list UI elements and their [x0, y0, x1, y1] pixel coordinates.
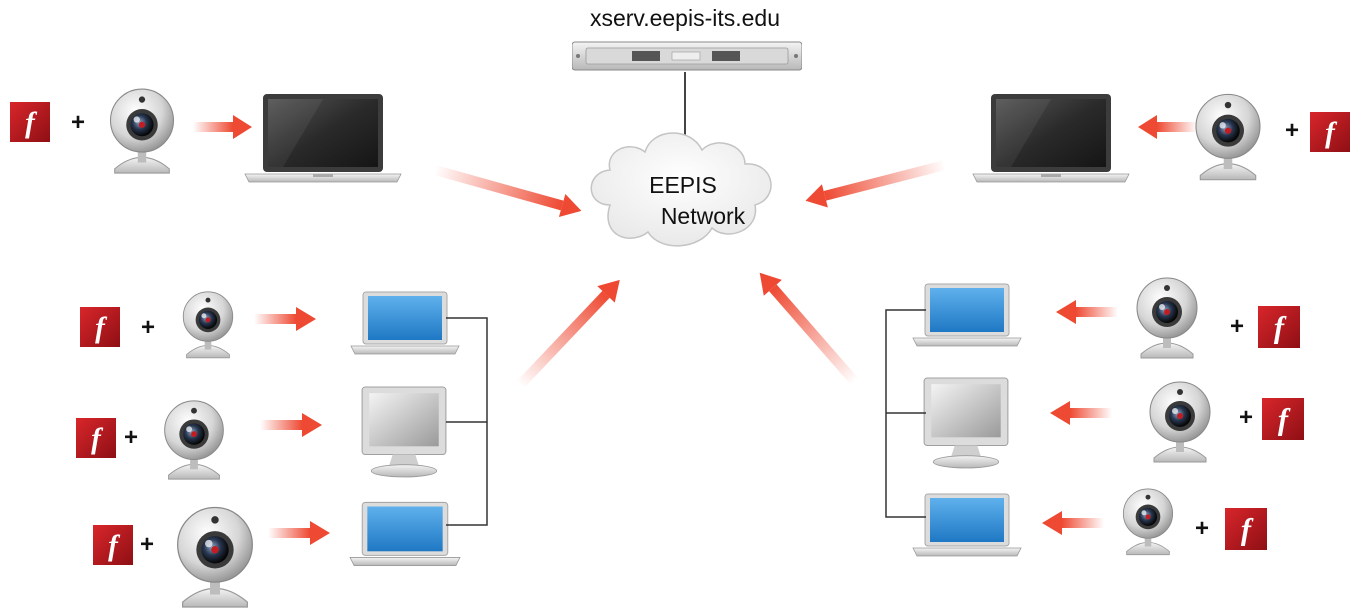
client-br-2: +: [923, 377, 1304, 469]
flash-logo-icon: [80, 307, 120, 347]
flash-logo-icon: [1262, 398, 1304, 440]
client-bl-2: +: [76, 386, 447, 480]
plus-sign: +: [124, 424, 138, 451]
client-bl-1: +: [80, 291, 460, 359]
flash-logo-icon: [10, 102, 50, 142]
plus-sign: +: [1285, 117, 1299, 144]
webcam-icon: [164, 400, 224, 480]
plus-sign: +: [71, 109, 85, 136]
client-top-left: +: [10, 88, 402, 183]
laptop-icon: [349, 501, 461, 567]
webcam-icon: [177, 506, 253, 608]
server-hostname: xserv.eepis-its.edu: [590, 5, 780, 31]
laptop-icon: [972, 93, 1130, 183]
lan-bus-left: [446, 317, 488, 526]
webcam-icon: [109, 88, 175, 174]
arrow-icon: [1042, 511, 1104, 535]
webcam-icon: [1136, 277, 1198, 359]
network-label-line2: Network: [661, 203, 746, 229]
flash-logo-icon: [1258, 306, 1300, 348]
arrow-icon: [268, 521, 330, 545]
webcam-icon: [1195, 93, 1261, 181]
desktop-monitor-icon: [361, 386, 447, 478]
client-bl-3: +: [93, 501, 461, 608]
client-top-right: +: [972, 93, 1350, 183]
arrow-icon: [1138, 115, 1197, 139]
lan-bus-right: [885, 309, 926, 518]
plus-sign: +: [141, 314, 155, 341]
network-label-line1: EEPIS: [649, 172, 717, 198]
laptop-icon: [912, 283, 1022, 347]
arrow-icon: [193, 115, 252, 139]
plus-sign: +: [140, 531, 154, 558]
arrow-top-right: [805, 160, 947, 208]
flash-logo-icon: [1225, 508, 1267, 550]
arrow-icon: [260, 413, 322, 437]
desktop-monitor-icon: [923, 377, 1009, 469]
flash-logo-icon: [1310, 112, 1350, 152]
network-cloud: EEPIS Network: [590, 132, 772, 247]
arrow-icon: [254, 307, 316, 331]
webcam-icon: [1122, 488, 1174, 556]
arrow-icon: [1050, 401, 1112, 425]
lan-bottom-left: + + +: [76, 291, 488, 608]
plus-sign: +: [1195, 515, 1209, 542]
server-icon: [572, 41, 802, 71]
flash-logo-icon: [76, 418, 116, 458]
webcam-icon: [1149, 381, 1211, 463]
arrow-icon: [1056, 300, 1118, 324]
server: xserv.eepis-its.edu: [572, 5, 802, 71]
plus-sign: +: [1239, 404, 1253, 431]
lan-bottom-right: + + +: [885, 277, 1304, 557]
flash-logo-icon: [93, 525, 133, 565]
webcam-icon: [182, 291, 234, 359]
client-br-3: +: [912, 488, 1267, 557]
arrow-top-left: [433, 165, 582, 218]
laptop-icon: [244, 93, 402, 183]
cloud-icon: [590, 132, 772, 247]
plus-sign: +: [1230, 313, 1244, 340]
arrow-bottom-left: [516, 279, 620, 389]
laptop-icon: [350, 291, 460, 355]
laptop-icon: [912, 493, 1022, 557]
client-br-1: +: [912, 277, 1300, 359]
arrow-bottom-right: [759, 272, 859, 386]
